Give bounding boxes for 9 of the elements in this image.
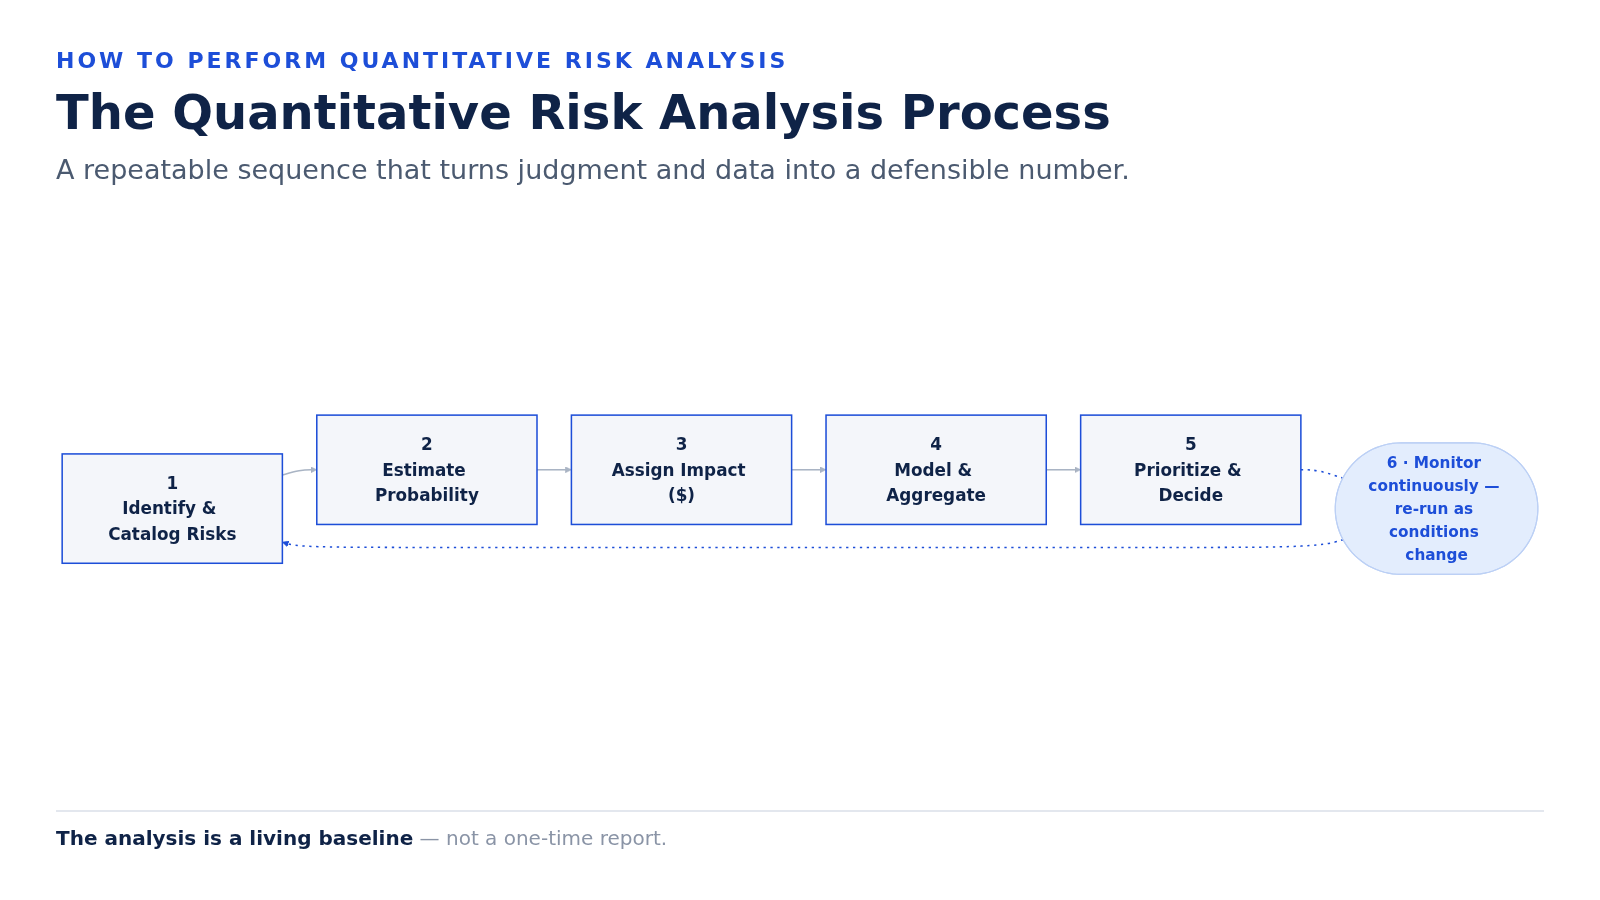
title: The Quantitative Risk Analysis Process: [56, 84, 1111, 140]
node-box: 3 Assign Impact ($): [570, 414, 793, 526]
footer-note: The analysis is a living baseline — not a one-time report.: [56, 826, 668, 850]
node-box: 1 Identify & Catalog Risks: [61, 453, 284, 565]
node-box: 2 Estimate Probability: [316, 414, 538, 526]
node-box: 5 Prioritize & Decide: [1079, 414, 1302, 526]
subtitle: A repeatable sequence that turns judgment and data into a defensible number.: [56, 154, 1130, 185]
eyebrow-heading: HOW TO PERFORM QUANTITATIVE RISK ANALYSIS: [56, 48, 789, 73]
node-box: 4 Model & Aggregate: [825, 414, 1047, 526]
